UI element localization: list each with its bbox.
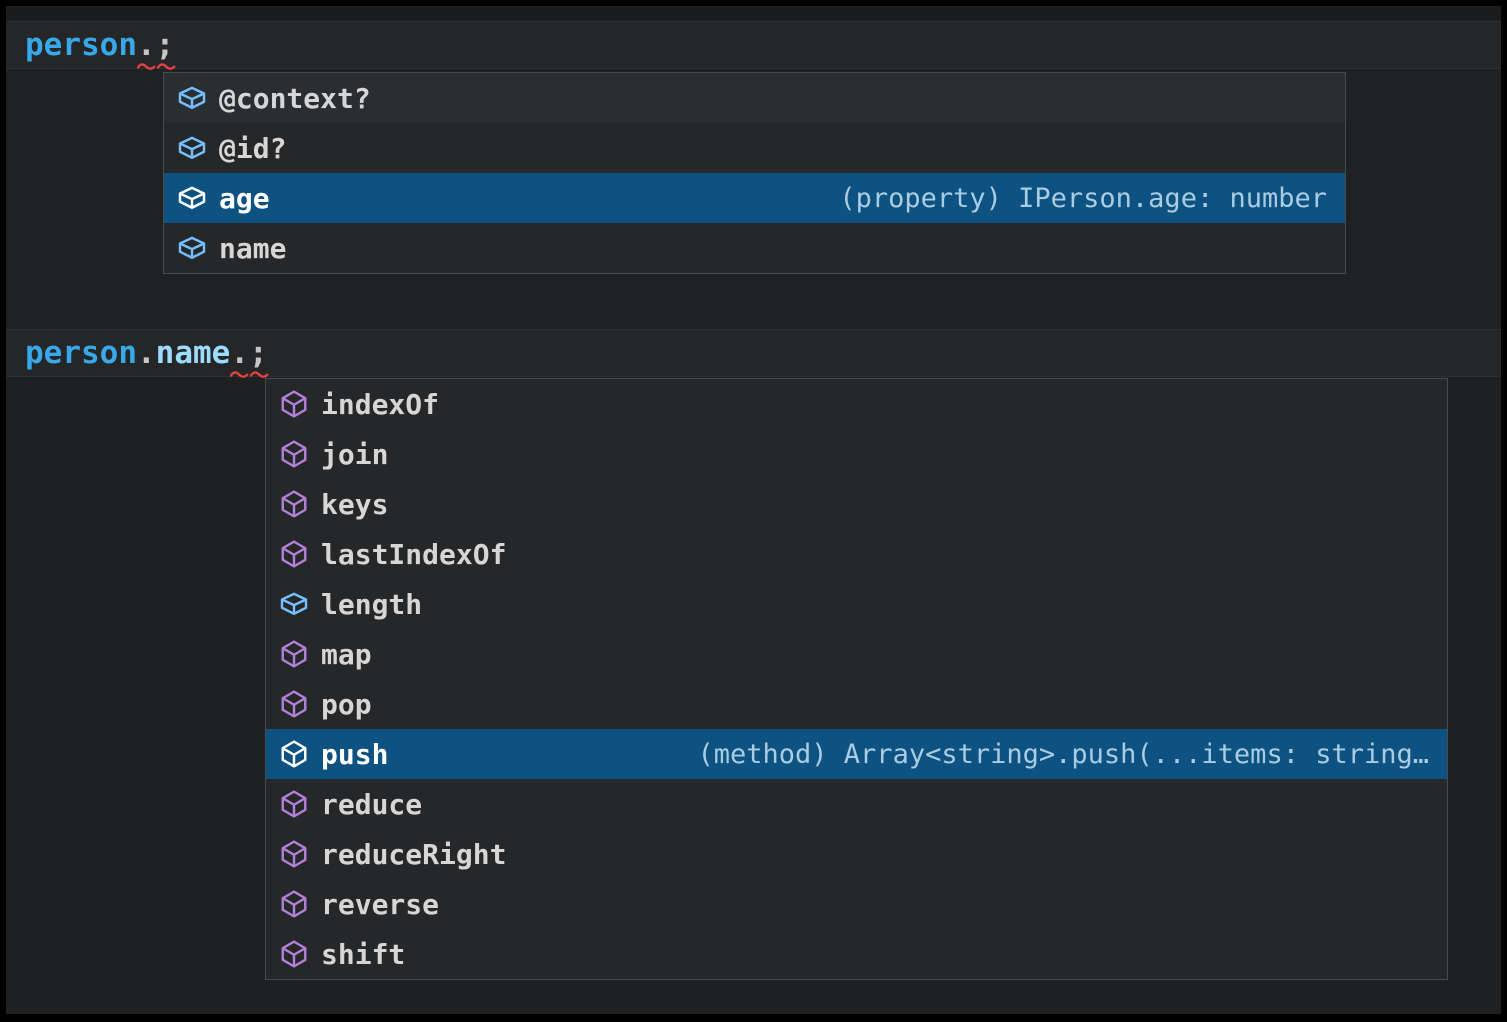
suggestion-label: reduceRight (321, 837, 507, 871)
suggestion-item-reverse[interactable]: reverse (266, 879, 1447, 929)
suggestion-label: @context? (219, 81, 371, 115)
code-line-2[interactable]: person.name.; (6, 329, 1501, 377)
suggestion-label: push (321, 737, 389, 771)
token-dot: . (136, 335, 156, 371)
suggestion-label: shift (321, 937, 406, 971)
suggestion-label: @id? (219, 131, 287, 165)
suggestion-detail: (method) Array<string>.push(...items: st… (697, 738, 1430, 770)
symbol-method-icon (279, 639, 309, 669)
suggestion-item-push-selected[interactable]: push (method) Array<string>.push(...item… (266, 729, 1447, 779)
suggestion-label: length (321, 587, 423, 621)
suggestion-item-reduce[interactable]: reduce (266, 779, 1447, 829)
suggestion-item-length[interactable]: length (266, 579, 1447, 629)
suggestion-label: indexOf (321, 387, 440, 421)
suggestion-detail: (property) IPerson.age: number (839, 182, 1327, 214)
token-variable: person (25, 27, 137, 63)
error-squiggle (157, 63, 176, 70)
editor-top-strip (6, 6, 1501, 21)
code-editor[interactable]: person.; @context? @id? age (property) I… (6, 6, 1501, 1014)
suggestion-item-id[interactable]: @id? (164, 123, 1345, 173)
token-dot: . (230, 335, 249, 371)
symbol-method-icon (279, 389, 309, 419)
symbol-field-icon (177, 83, 207, 113)
symbol-method-icon (279, 539, 309, 569)
symbol-method-icon (279, 839, 309, 869)
symbol-method-icon (279, 689, 309, 719)
suggestion-label: reverse (321, 887, 440, 921)
suggestion-label: join (321, 437, 389, 471)
suggestion-item-name[interactable]: name (164, 223, 1345, 273)
suggestion-item-pop[interactable]: pop (266, 679, 1447, 729)
suggestion-item-keys[interactable]: keys (266, 479, 1447, 529)
suggestion-label: keys (321, 487, 389, 521)
suggest-widget-person: @context? @id? age (property) IPerson.ag… (163, 72, 1346, 274)
symbol-method-icon (279, 739, 309, 769)
suggestion-item-join[interactable]: join (266, 429, 1447, 479)
token-property: name (155, 335, 231, 371)
suggestion-label: map (321, 637, 372, 671)
error-squiggle (230, 371, 249, 378)
token-semicolon: ; (155, 27, 175, 63)
suggestion-label: age (219, 181, 270, 215)
symbol-field-icon (279, 589, 309, 619)
token-dot: . (136, 27, 156, 63)
symbol-method-icon (279, 439, 309, 469)
code-line-1[interactable]: person.; (6, 21, 1501, 69)
symbol-field-icon (177, 233, 207, 263)
suggestion-item-lastindexof[interactable]: lastIndexOf (266, 529, 1447, 579)
suggestion-item-age-selected[interactable]: age (property) IPerson.age: number (164, 173, 1345, 223)
symbol-field-icon (177, 183, 207, 213)
suggestion-label: lastIndexOf (321, 537, 507, 571)
suggestion-label: reduce (321, 787, 423, 821)
symbol-method-icon (279, 489, 309, 519)
token-semicolon: ; (248, 335, 268, 371)
error-squiggle (137, 63, 156, 70)
symbol-method-icon (279, 789, 309, 819)
error-squiggle (250, 371, 269, 378)
suggestion-item-indexof[interactable]: indexOf (266, 379, 1447, 429)
symbol-method-icon (279, 939, 309, 969)
symbol-method-icon (279, 889, 309, 919)
suggest-widget-string-methods: indexOf join keys lastIndexOf length map… (265, 378, 1448, 980)
token-variable: person (25, 335, 137, 371)
suggestion-item-map[interactable]: map (266, 629, 1447, 679)
suggestion-item-reduceright[interactable]: reduceRight (266, 829, 1447, 879)
suggestion-item-context[interactable]: @context? (164, 73, 1345, 123)
suggestion-label: pop (321, 687, 372, 721)
suggestion-item-shift[interactable]: shift (266, 929, 1447, 979)
suggestion-label: name (219, 231, 287, 265)
symbol-field-icon (177, 133, 207, 163)
